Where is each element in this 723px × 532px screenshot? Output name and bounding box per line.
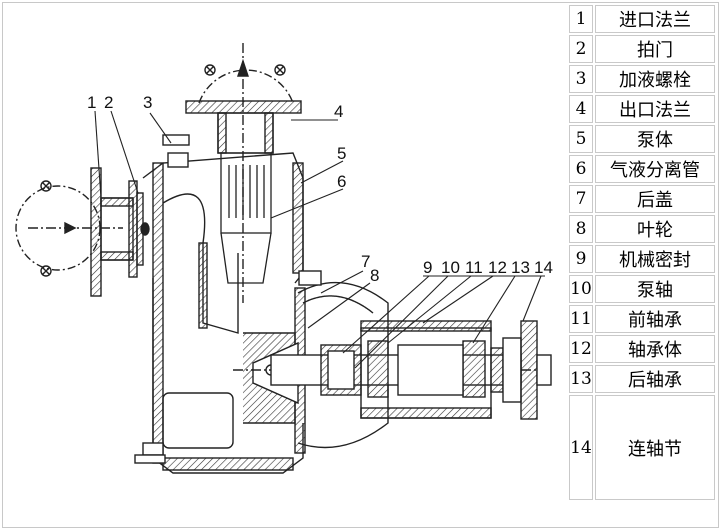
part-number: 1 xyxy=(569,5,593,33)
part-name: 轴承体 xyxy=(595,335,715,363)
part-name: 后轴承 xyxy=(595,365,715,393)
part-name: 拍门 xyxy=(595,35,715,63)
part-number: 10 xyxy=(569,275,593,303)
callout-3: 3 xyxy=(143,93,152,112)
callout-12: 12 xyxy=(488,258,507,277)
callout-6: 6 xyxy=(337,172,346,191)
part-number: 8 xyxy=(569,215,593,243)
part-name: 加液螺栓 xyxy=(595,65,715,93)
pump-cross-section-drawing: 1 2 3 4 5 6 7 8 9 10 11 12 13 14 xyxy=(3,3,566,527)
part-name: 前轴承 xyxy=(595,305,715,333)
pump-body xyxy=(134,134,304,474)
part-name: 连轴节 xyxy=(595,395,715,500)
callout-11: 11 xyxy=(465,258,483,277)
part-name: 叶轮 xyxy=(595,215,715,243)
part-number: 11 xyxy=(569,305,593,333)
part-name: 出口法兰 xyxy=(595,95,715,123)
part-name: 后盖 xyxy=(595,185,715,213)
part-number: 6 xyxy=(569,155,593,183)
part-name: 泵轴 xyxy=(595,275,715,303)
callout-13: 13 xyxy=(511,258,530,277)
part-number: 7 xyxy=(569,185,593,213)
callout-4: 4 xyxy=(334,102,343,121)
part-number: 5 xyxy=(569,125,593,153)
callout-5: 5 xyxy=(337,144,346,163)
flap-valve xyxy=(136,192,150,266)
part-number: 2 xyxy=(569,35,593,63)
part-number: 9 xyxy=(569,245,593,273)
callout-1: 1 xyxy=(87,93,96,112)
callout-10: 10 xyxy=(441,258,460,277)
callout-7: 7 xyxy=(361,252,370,271)
callout-numbers: 1 2 3 4 5 6 7 8 9 10 11 12 13 14 xyxy=(87,93,553,285)
callout-9: 9 xyxy=(423,258,432,277)
part-name: 气液分离管 xyxy=(595,155,715,183)
part-name: 机械密封 xyxy=(595,245,715,273)
part-number: 13 xyxy=(569,365,593,393)
shaft-and-bearing-housing xyxy=(233,320,552,420)
pump-drawing-svg: 1 2 3 4 5 6 7 8 9 10 11 12 13 14 xyxy=(15,43,553,474)
part-number: 4 xyxy=(569,95,593,123)
part-name: 进口法兰 xyxy=(595,5,715,33)
callout-8: 8 xyxy=(370,266,379,285)
callout-2: 2 xyxy=(104,93,113,112)
part-number: 12 xyxy=(569,335,593,363)
gas-liquid-separator xyxy=(220,152,272,284)
part-number: 3 xyxy=(569,65,593,93)
inlet-flange xyxy=(15,167,138,297)
part-name: 泵体 xyxy=(595,125,715,153)
callout-leaders xyxy=(94,110,545,369)
part-number: 14 xyxy=(569,395,593,500)
callout-14: 14 xyxy=(534,258,553,277)
